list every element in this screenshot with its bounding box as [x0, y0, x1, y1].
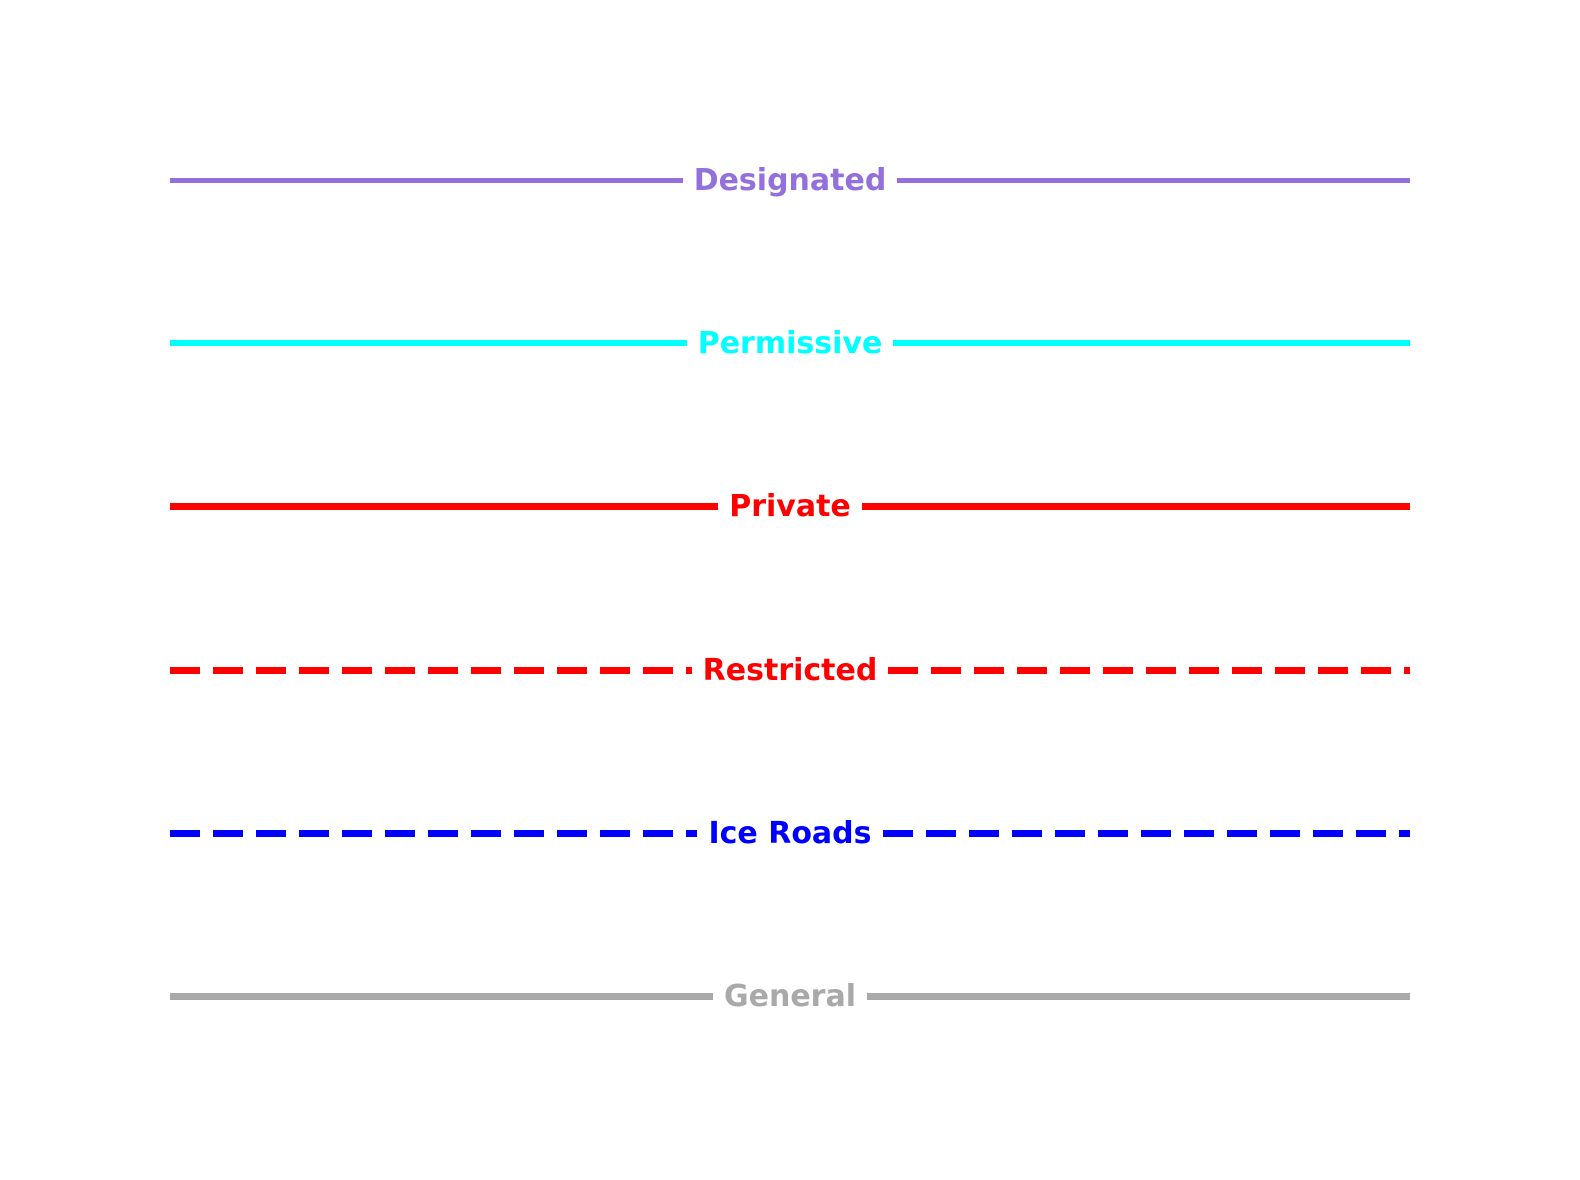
private-line-right — [861, 502, 1410, 510]
general-line-right — [867, 992, 1410, 1000]
legend-label-general: General — [724, 978, 856, 1014]
restricted-line-left — [170, 666, 692, 674]
legend-label-ice-roads: Ice Roads — [708, 815, 872, 851]
legend-row-ice-roads: Ice Roads — [170, 811, 1410, 855]
permissive-line-right — [893, 340, 1411, 346]
designated-line-left — [170, 177, 683, 183]
ice-roads-line-left — [170, 829, 698, 837]
legend-label-permissive: Permissive — [697, 325, 883, 361]
ice-roads-line-right — [882, 829, 1410, 837]
legend-row-designated: Designated — [170, 158, 1411, 202]
legend-row-restricted: Restricted — [170, 648, 1411, 692]
legend-row-permissive: Permissive — [170, 321, 1411, 365]
permissive-line-left — [170, 340, 687, 346]
restricted-line-right — [888, 666, 1411, 674]
legend-row-private: Private — [170, 484, 1410, 528]
designated-line-right — [897, 177, 1411, 183]
legend-label-restricted: Restricted — [702, 652, 878, 688]
legend-label-designated: Designated — [693, 162, 887, 198]
general-line-left — [170, 992, 713, 1000]
private-line-left — [170, 502, 719, 510]
legend-label-private: Private — [729, 488, 851, 524]
legend-row-general: General — [170, 974, 1410, 1018]
